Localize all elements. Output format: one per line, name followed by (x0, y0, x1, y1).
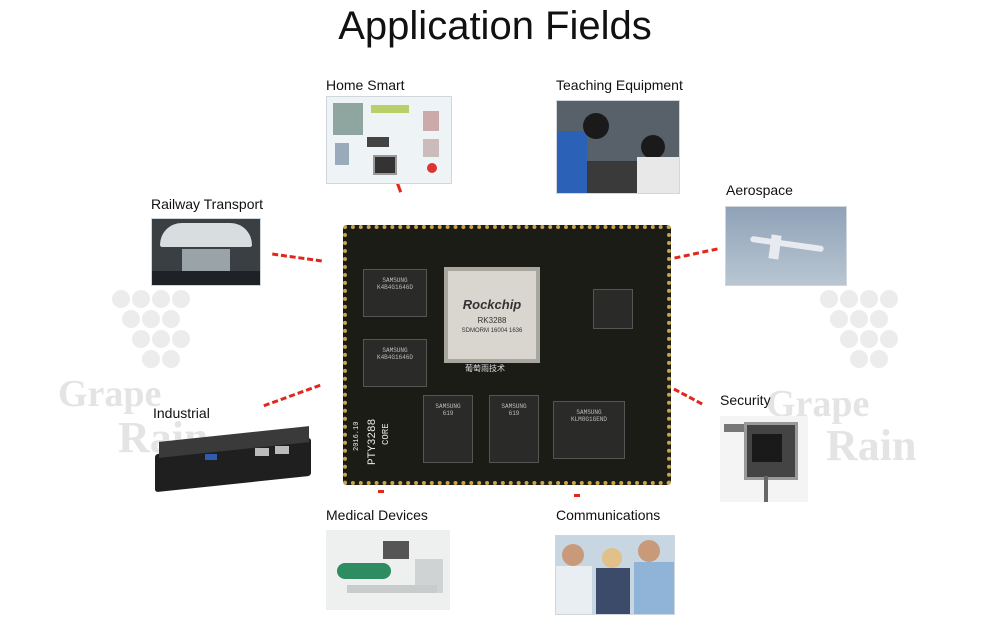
connector-line (673, 387, 703, 406)
connector-line (674, 247, 718, 260)
field-label-medical-devices: Medical Devices (326, 507, 428, 523)
board-date: 2016.10 (353, 421, 361, 451)
board-sublabel: CORE (381, 423, 391, 445)
pmic-chip (593, 289, 633, 329)
page-title: Application Fields (338, 4, 652, 48)
connector-line (263, 383, 321, 408)
watermark-text: Rain (826, 421, 917, 470)
field-label-industrial: Industrial (153, 405, 210, 421)
soc-chip: Rockchip RK3288 SDMORM 16004 1636 (444, 267, 540, 363)
field-label-teaching-equipment: Teaching Equipment (556, 77, 683, 93)
soc-model: RK3288 (477, 316, 507, 325)
board-label: PTY3288 (367, 418, 379, 465)
aerospace-image (725, 206, 847, 286)
connector-line (574, 494, 580, 497)
board-chinese-mark: 葡萄雨技术 (465, 364, 505, 373)
soc-brand: Rockchip (462, 297, 522, 312)
field-label-railway-transport: Railway Transport (151, 196, 264, 212)
teaching-equipment-image (556, 100, 680, 194)
medical-devices-image (326, 530, 450, 610)
railway-transport-image (151, 218, 261, 286)
connector-line (272, 252, 322, 263)
watermark-text: Grape (58, 373, 162, 415)
field-label-communications: Communications (556, 507, 661, 523)
communications-image (555, 535, 675, 615)
soc-code: SDMORM 16004 1636 (461, 328, 523, 334)
connector-line (378, 490, 384, 493)
field-label-home-smart: Home Smart (326, 77, 405, 93)
home-smart-image (326, 96, 452, 184)
field-label-security: Security (720, 392, 771, 408)
field-label-aerospace: Aerospace (726, 182, 793, 198)
industrial-image (145, 426, 319, 494)
security-image (720, 416, 808, 502)
